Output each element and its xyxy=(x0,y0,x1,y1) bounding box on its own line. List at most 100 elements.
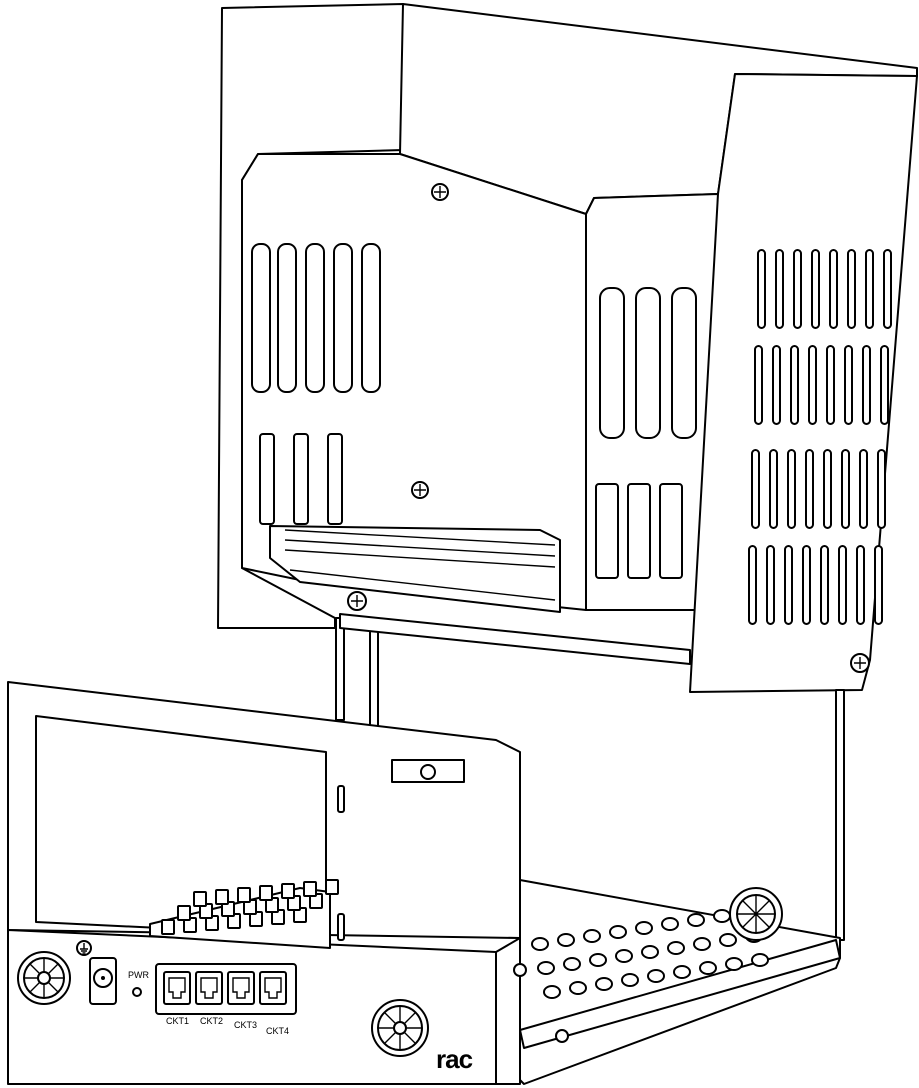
cover-slot-5 xyxy=(361,243,381,393)
brand-logo: rac xyxy=(436,1044,473,1074)
floor-connector xyxy=(537,961,555,975)
floor-connector xyxy=(621,973,639,987)
guide-rail-top xyxy=(339,613,691,665)
cover-small-slot-3 xyxy=(327,433,343,525)
cover-right-panel xyxy=(689,73,918,693)
rj45-port-frame xyxy=(163,971,191,1005)
rj45-port-frame xyxy=(259,971,287,1005)
rj45-port-group xyxy=(163,971,287,1005)
power-label: PWR xyxy=(128,970,149,980)
cover-right-small-slot-1 xyxy=(595,483,619,579)
rj45-port-icon xyxy=(195,971,223,1005)
rj45-port-icon xyxy=(227,971,255,1005)
screw-icon xyxy=(347,591,367,611)
pcb-component xyxy=(193,891,207,907)
power-led xyxy=(132,987,142,997)
port-label-ckt2: CKT2 xyxy=(200,1016,223,1026)
floor-connector xyxy=(589,953,607,967)
cover-right-slot-1 xyxy=(599,287,625,439)
floor-connector xyxy=(595,977,613,991)
pcb-component xyxy=(177,905,191,921)
rj45-port-socket xyxy=(200,977,218,999)
cover-small-slot-1 xyxy=(259,433,275,525)
guide-rails xyxy=(335,613,845,941)
screw-icon xyxy=(411,481,429,499)
vent-slot xyxy=(847,249,856,329)
vent-slot xyxy=(829,249,838,329)
rj45-port-frame xyxy=(227,971,255,1005)
vent-slot xyxy=(757,249,766,329)
vent-slot xyxy=(883,249,892,329)
cover-small-slot-2 xyxy=(293,433,309,525)
fan-grille-icon xyxy=(371,999,429,1057)
rj45-port-socket xyxy=(264,977,282,999)
base-front-flange xyxy=(495,937,521,1085)
floor-connector xyxy=(531,937,549,951)
pcb-component xyxy=(161,919,175,935)
ground-symbol-icon xyxy=(76,940,92,956)
heatsink-fin-2 xyxy=(284,539,556,557)
rj45-port-icon xyxy=(163,971,191,1005)
floor-connector xyxy=(543,985,561,999)
vent-slot xyxy=(751,449,760,529)
floor-connector xyxy=(641,945,659,959)
port-label-ckt1: CKT1 xyxy=(166,1016,189,1026)
vent-slot xyxy=(865,249,874,329)
vent-slot xyxy=(748,545,757,625)
vent-slot xyxy=(838,545,847,625)
cover-right-small-slot-2 xyxy=(627,483,651,579)
heatsink-fin-4 xyxy=(289,569,556,601)
floor-connector xyxy=(609,925,627,939)
cover-heatsink xyxy=(269,525,561,613)
floor-connector xyxy=(661,917,679,931)
vent-slot xyxy=(877,449,886,529)
vent-slot xyxy=(769,449,778,529)
vent-slot xyxy=(823,449,832,529)
floor-connector xyxy=(647,969,665,983)
floor-connector xyxy=(725,957,743,971)
port-label-ckt4: CKT4 xyxy=(266,1026,289,1036)
vent-slot xyxy=(811,249,820,329)
screw-icon xyxy=(555,1029,569,1043)
floor-connector xyxy=(557,933,575,947)
floor-connector xyxy=(693,937,711,951)
vent-slot xyxy=(793,249,802,329)
floor-connector xyxy=(673,965,691,979)
fan-grille-icon xyxy=(17,951,71,1005)
vent-slot xyxy=(802,545,811,625)
heatsink-fin-3 xyxy=(284,549,556,568)
vent-slot xyxy=(787,449,796,529)
cable-gland xyxy=(729,887,783,941)
vent-slot xyxy=(841,449,850,529)
cover-right-slot-2 xyxy=(635,287,661,439)
floor-connector xyxy=(569,981,587,995)
guide-rail-left xyxy=(335,617,345,721)
vent-slot xyxy=(874,545,883,625)
vent-slot xyxy=(784,545,793,625)
rj45-port-frame xyxy=(195,971,223,1005)
heatsink-fin-1 xyxy=(284,529,556,546)
base-floor xyxy=(519,879,841,1085)
floor-connector xyxy=(563,957,581,971)
vent-slot xyxy=(859,449,868,529)
vent-slot xyxy=(880,345,889,425)
guide-rail-right xyxy=(835,689,845,941)
cover-right-vents xyxy=(748,249,892,625)
front-panel-details: PWR CKT1 CKT2 CKT3 CKT4 rac xyxy=(17,940,569,1074)
cover-slot-4 xyxy=(333,243,353,393)
floor-connector xyxy=(635,921,653,935)
base-label-knob xyxy=(420,764,436,780)
floor-connector xyxy=(667,941,685,955)
vent-slot xyxy=(805,449,814,529)
top-cover-assembly xyxy=(217,3,918,693)
cover-slot-1 xyxy=(251,243,271,393)
floor-connector xyxy=(699,961,717,975)
guide-rail-mid xyxy=(369,623,379,727)
pcb-component xyxy=(259,885,273,901)
floor-connector xyxy=(719,933,737,947)
pcb-component xyxy=(325,879,339,895)
screw-icon xyxy=(431,183,449,201)
cover-right-slot-3 xyxy=(671,287,697,439)
base-side-slot-1 xyxy=(337,785,345,813)
